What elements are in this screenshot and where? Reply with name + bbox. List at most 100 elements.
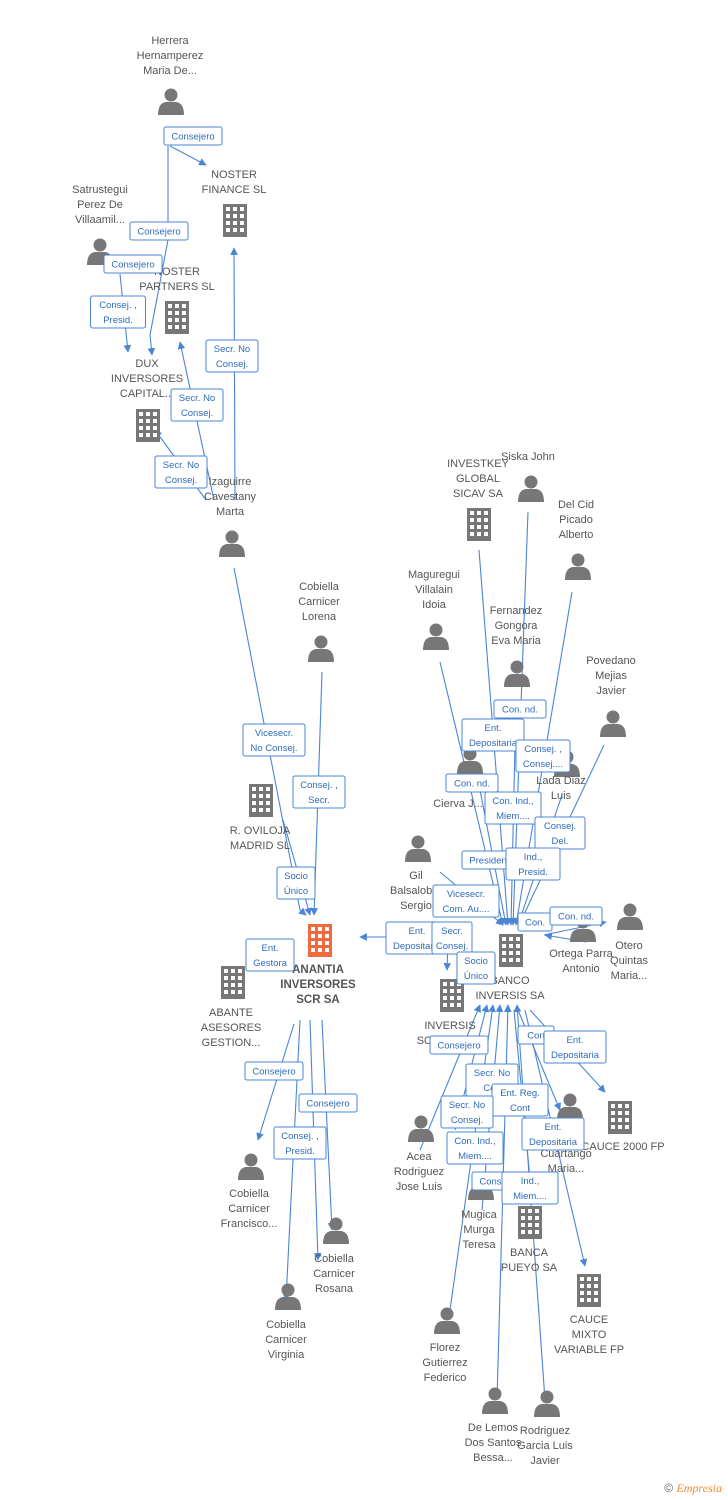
relation-label-text: Consejero — [137, 227, 180, 238]
relation-label-text: Ent. — [485, 723, 502, 734]
relation-label-box — [90, 295, 146, 329]
relation-label-r36[interactable]: Con. Ind.,Miem.... — [446, 1131, 504, 1165]
relation-label-text: Gestora — [253, 958, 288, 969]
person-icon — [518, 475, 544, 502]
company-node-oviloja[interactable]: R. OVILOJA MADRID SL — [230, 784, 291, 852]
node-label-line: R. OVILOJA — [230, 825, 291, 837]
relation-label-r4[interactable]: Consej. ,Presid. — [90, 295, 146, 329]
relation-label-r8[interactable]: Vicesecr.No Consej. — [242, 723, 306, 757]
relation-label-r13[interactable]: Consejero — [298, 1093, 358, 1113]
relation-label-r28[interactable]: Con. nd. — [549, 906, 603, 926]
person-node-otero[interactable]: OteroQuintasMaria... — [610, 903, 648, 983]
building-icon — [440, 979, 464, 1012]
relation-label-r20[interactable]: Consej.Del. — [534, 816, 586, 850]
relation-label-r14[interactable]: Consej. ,Presid. — [273, 1126, 327, 1160]
node-label-line: Bessa... — [473, 1452, 513, 1464]
relation-label-r29[interactable]: Consejero — [429, 1035, 489, 1055]
relation-label-r23[interactable]: Vicesecr.Com. Au.... — [432, 884, 500, 918]
relation-label-r25[interactable]: Secr.Consej. — [431, 921, 473, 955]
node-label-line: SICAV SA — [453, 488, 504, 500]
person-icon — [405, 835, 431, 862]
building-icon — [136, 409, 160, 442]
relation-label-text: Consej. , — [99, 300, 137, 311]
company-node-cauce2000[interactable]: CAUCE 2000 FP — [581, 1101, 665, 1153]
relation-label-text: Miem.... — [496, 811, 530, 822]
relation-label-r38[interactable]: Ind.,Miem.... — [501, 1171, 559, 1205]
relation-label-r19[interactable]: Con. Ind., Miem.... — [484, 791, 542, 825]
relation-label-r27[interactable]: Con. — [517, 912, 553, 932]
node-label-line: Hernamperez — [137, 50, 204, 62]
relation-edge — [230, 247, 238, 501]
company-node-abante[interactable]: ABANTEASESORESGESTION... — [201, 966, 262, 1049]
person-node-siska[interactable]: Siska John — [501, 451, 555, 502]
relation-edge — [256, 1023, 295, 1141]
node-label-line: Javier — [530, 1455, 560, 1467]
relation-label-r33[interactable]: Ent. Reg.Cont — [491, 1083, 549, 1117]
building-icon — [165, 301, 189, 334]
person-icon — [557, 1093, 583, 1120]
node-label-line: INVERSIS — [424, 1020, 475, 1032]
company-node-dux[interactable]: DUXINVERSORESCAPITAL... — [111, 358, 183, 442]
node-label-line: Perez De — [77, 199, 123, 211]
person-icon — [323, 1217, 349, 1244]
brand-name[interactable]: Empresia — [676, 1481, 722, 1495]
relation-label-r18[interactable]: Con. nd. — [445, 773, 499, 793]
relation-label-r3[interactable]: Consejero — [103, 254, 163, 274]
relation-label-r11[interactable]: Ent.Gestora — [245, 938, 295, 972]
relation-label-r12[interactable]: Consejero — [244, 1061, 304, 1081]
relation-label-r15[interactable]: Con. nd. — [493, 699, 547, 719]
person-node-cobiella_francisco[interactable]: CobiellaCarnicerFrancisco... — [221, 1153, 278, 1231]
relation-label-box — [292, 775, 346, 809]
node-label-line: Villaamil... — [75, 214, 125, 226]
building-icon — [221, 966, 245, 999]
node-label-line: Alberto — [559, 529, 594, 541]
node-label-line: Marta — [216, 506, 245, 518]
relation-label-r2[interactable]: Consejero — [129, 221, 189, 241]
relation-label-r31[interactable]: Ent.Depositaria — [543, 1030, 607, 1064]
relation-label-text: Con. Ind., — [492, 796, 533, 807]
relation-label-r9[interactable]: Consej. ,Secr. — [292, 775, 346, 809]
relation-label-r1[interactable]: Consejero — [163, 126, 223, 146]
person-node-cuartango[interactable]: CuartangoMaria... — [540, 1093, 592, 1176]
node-label-line: Cobiella — [229, 1188, 270, 1200]
node-label-line: MADRID SL — [230, 840, 290, 852]
relation-label-text: Ent. Reg. — [500, 1088, 540, 1099]
relation-label-r17[interactable]: Consej. ,Consej.... — [515, 739, 571, 773]
relation-label-r22[interactable]: Ind.,Presid. — [505, 847, 561, 881]
relation-label-r16[interactable]: Ent.Depositaria — [461, 718, 525, 752]
node-label-line: CAUCE — [570, 1314, 609, 1326]
relation-label-text: Consejero — [171, 132, 214, 143]
relation-label-r35[interactable]: Ent.Depositaria — [521, 1117, 585, 1151]
relation-label-box — [445, 773, 499, 793]
